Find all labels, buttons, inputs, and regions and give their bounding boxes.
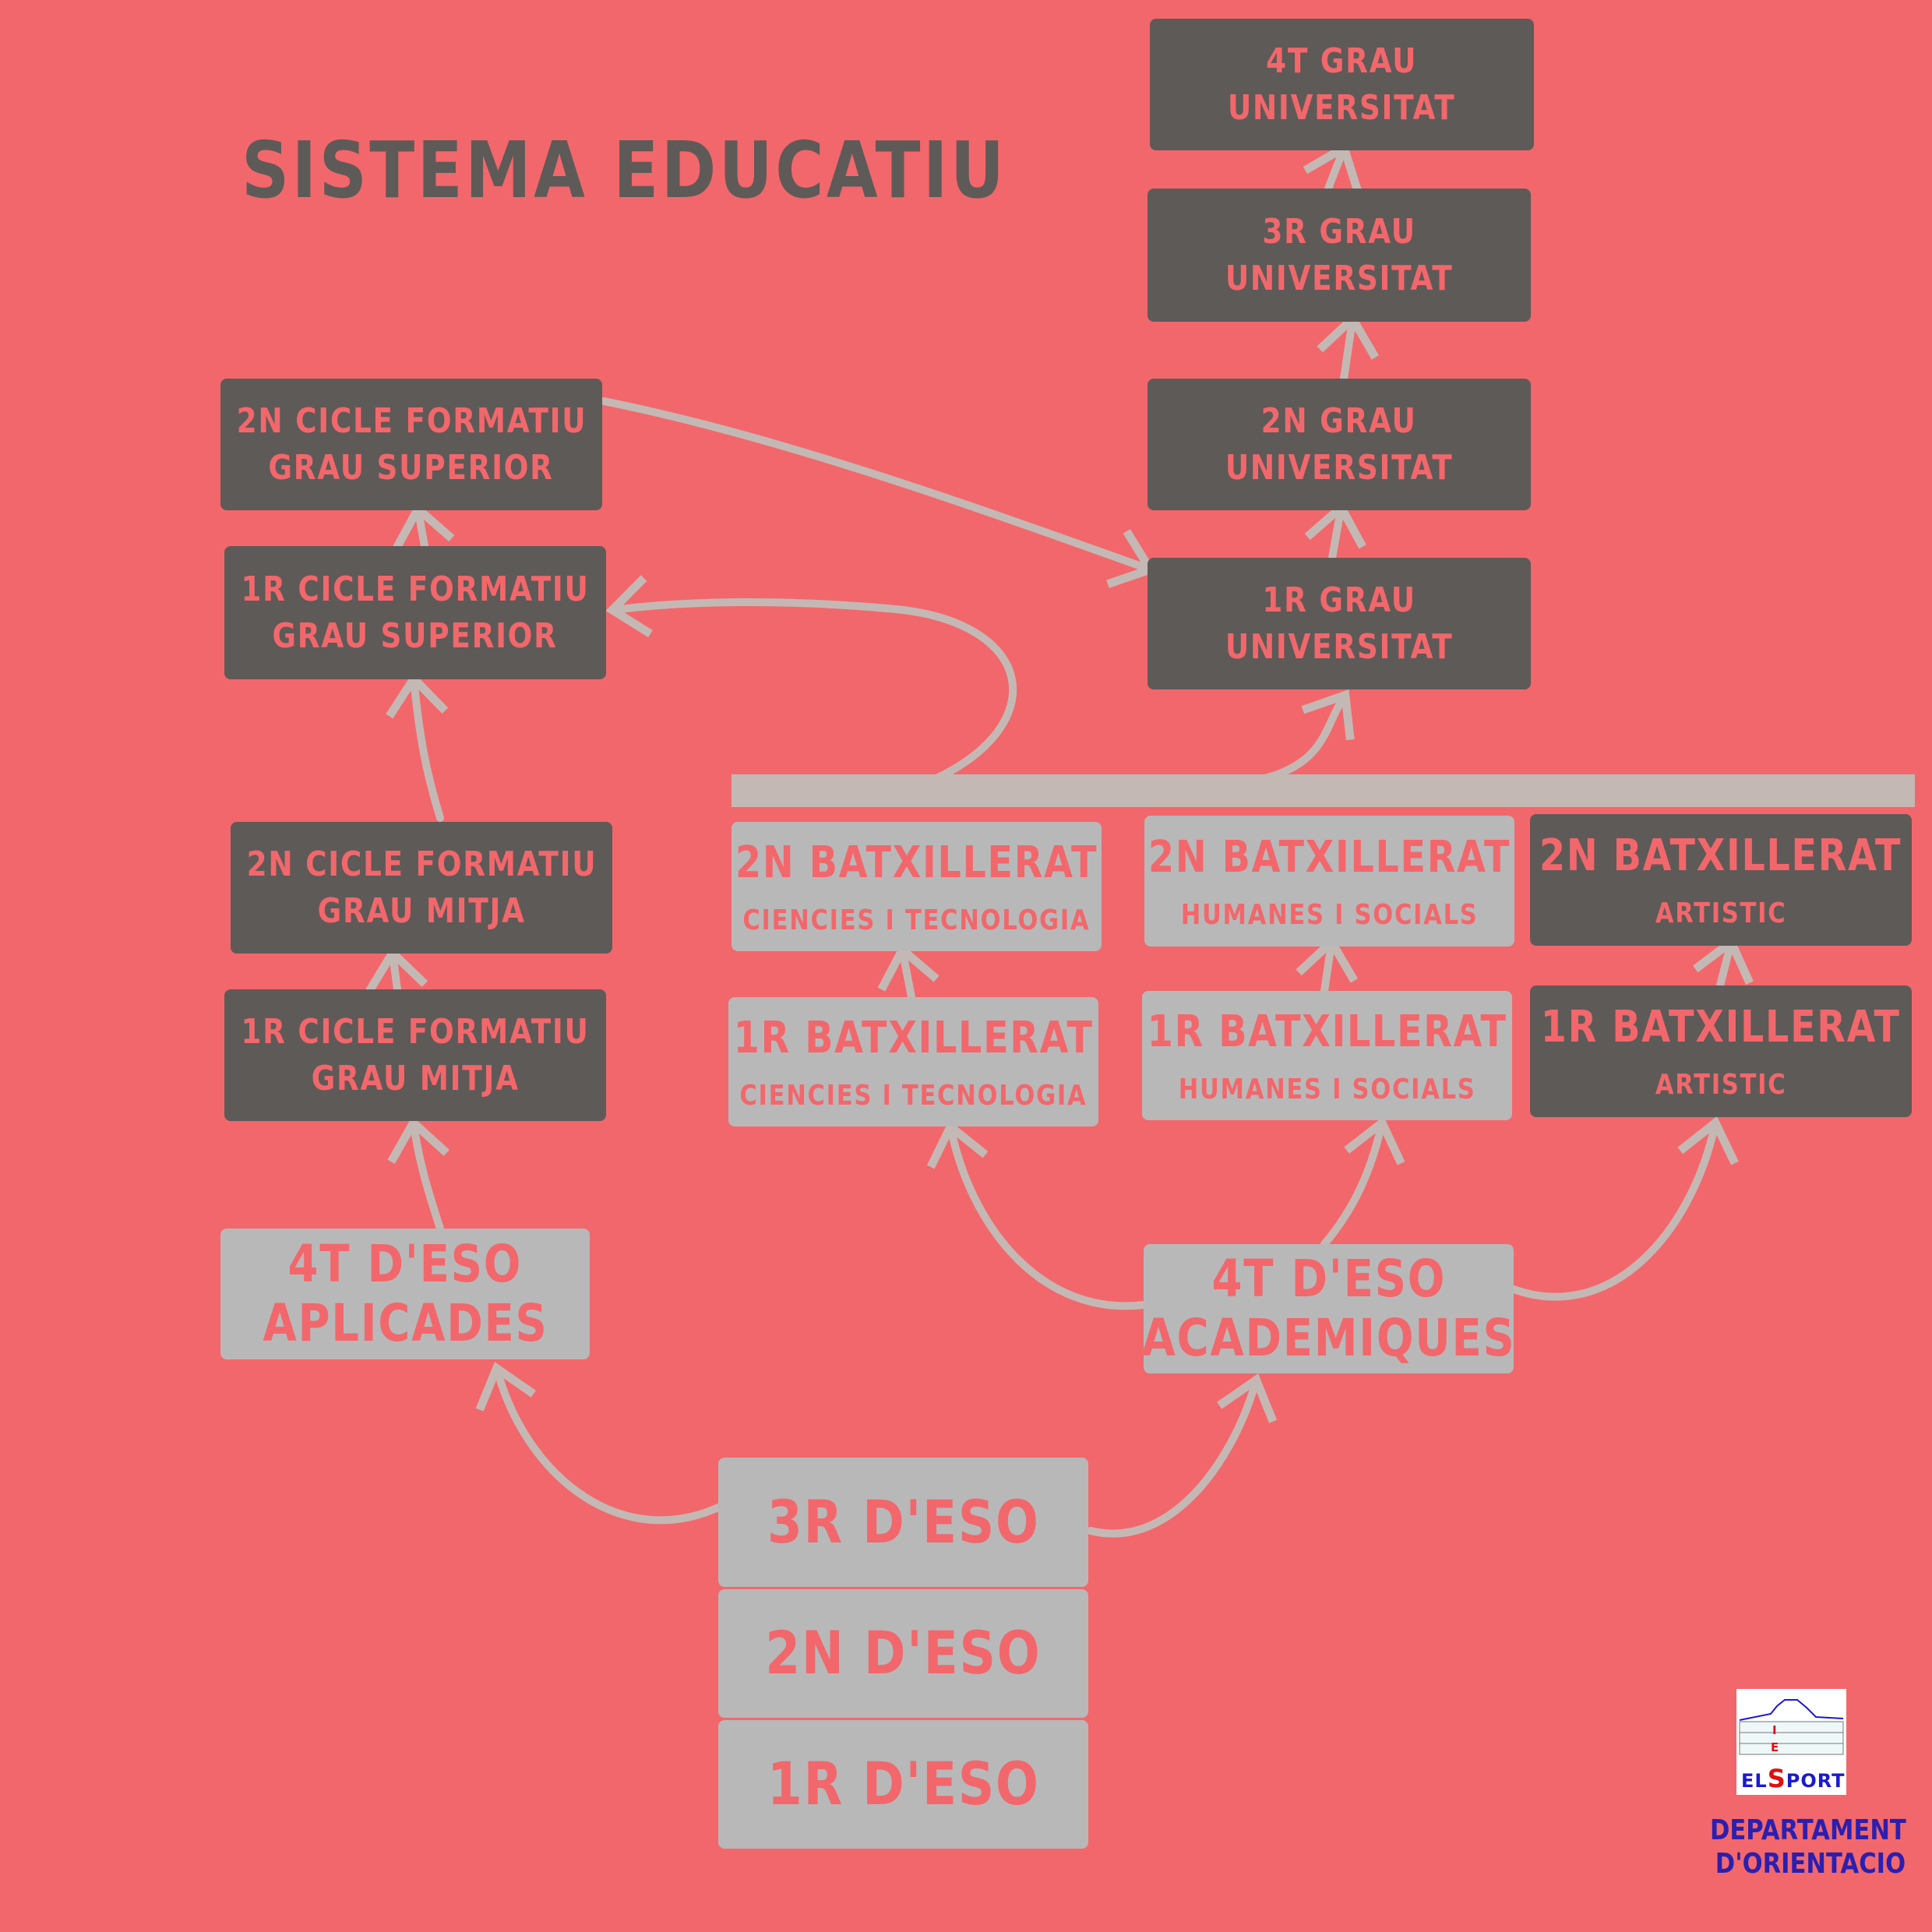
box-batx2art: 2N BATXILLERAT ARTISTIC (1530, 814, 1912, 946)
box-eso2: 2N D'ESO (718, 1589, 1088, 1718)
box-line: HUMANES I SOCIALS (1178, 1073, 1476, 1105)
box-line: 1R CICLE FORMATIU (241, 569, 590, 610)
arrow-academiques-to-batx-art (1510, 1116, 1739, 1301)
box-line: UNIVERSITAT (1225, 258, 1454, 298)
box-line: 2N BATXILLERAT (735, 837, 1098, 888)
box-line: 1R BATXILLERAT (1541, 1002, 1901, 1053)
arrow-cfgs2-to-grau1 (600, 397, 1157, 588)
logo-text: ELSPORTS (1741, 1764, 1846, 1793)
box-batx1art: 1R BATXILLERAT ARTISTIC (1530, 985, 1912, 1117)
box-line: 3R D'ESO (767, 1486, 1040, 1557)
arrow-cfgm1-to-cfgm2 (365, 946, 428, 994)
box-cfgm2: 2N CICLE FORMATIU GRAU MITJA (231, 822, 612, 954)
box-eso1: 1R D'ESO (718, 1720, 1088, 1849)
box-batx2hs: 2N BATXILLERAT HUMANES I SOCIALS (1144, 816, 1514, 947)
box-line: 2N GRAU (1261, 401, 1417, 442)
arrow-grau2-to-grau3 (1317, 312, 1380, 383)
box-line: HUMANES I SOCIALS (1180, 898, 1479, 931)
arrow-grau3-to-grau4 (1303, 141, 1362, 192)
arrow-grau1-to-grau2 (1304, 500, 1366, 562)
arrow-cfgm2-to-cfgs1 (386, 672, 449, 822)
box-line: 1R CICLE FORMATIU (241, 1012, 590, 1052)
box-line: CIENCIES I TECNOLOGIA (742, 904, 1091, 936)
box-line: 1R BATXILLERAT (733, 1012, 1094, 1063)
arrow-batx1art-to-batx2art (1692, 935, 1754, 989)
box-eso3: 3R D'ESO (718, 1458, 1088, 1587)
box-batx2ct: 2N BATXILLERAT CIENCIES I TECNOLOGIA (732, 822, 1102, 951)
arrow-eso3-to-aplicades (475, 1362, 722, 1525)
arrow-batxillerat-to-cfgs1 (605, 575, 1017, 783)
school-building-icon: I E (1739, 1699, 1844, 1755)
box-line: 4T GRAU (1266, 41, 1418, 82)
box-line: APLICADES (262, 1293, 548, 1353)
arrow-batx1ct-to-batx2ct (877, 943, 940, 1001)
department-label: DEPARTAMENT D'ORIENTACIO (1710, 1814, 1906, 1881)
box-line: GRAU MITJA (311, 1058, 520, 1098)
box-line: GRAU SUPERIOR (268, 447, 555, 488)
box-line: UNIVERSITAT (1225, 626, 1454, 667)
svg-text:E: E (1771, 1740, 1779, 1754)
arrow-aplicades-to-cfgm1 (387, 1116, 450, 1232)
svg-text:I: I (1772, 1723, 1777, 1737)
page-title: SISTEMA EDUCATIU (242, 125, 1007, 216)
box-batx1ct: 1R BATXILLERAT CIENCIES I TECNOLOGIA (728, 997, 1098, 1126)
box-line: ARTISTIC (1655, 1069, 1787, 1101)
box-line: 2N D'ESO (765, 1618, 1042, 1688)
box-line: 3R GRAU (1262, 212, 1416, 252)
department-line-1: DEPARTAMENT (1710, 1814, 1906, 1846)
box-cfgs1: 1R CICLE FORMATIU GRAU SUPERIOR (224, 546, 606, 679)
box-line: 2N BATXILLERAT (1539, 830, 1902, 882)
box-line: 1R D'ESO (767, 1749, 1040, 1819)
box-line: 2N BATXILLERAT (1148, 831, 1511, 883)
box-line: GRAU SUPERIOR (272, 615, 559, 656)
box-grau1: 1R GRAU UNIVERSITAT (1148, 558, 1531, 689)
box-cfgm1: 1R CICLE FORMATIU GRAU MITJA (224, 989, 606, 1121)
department-line-2: D'ORIENTACIO (1715, 1848, 1906, 1881)
batxillerat-divider-bar (732, 774, 1915, 807)
box-line: ACADEMIQUES (1141, 1308, 1516, 1368)
arrow-cfgs1-to-cfgs2 (393, 502, 455, 551)
arrow-academiques-to-batx-hs (1320, 1116, 1405, 1248)
box-line: 1R BATXILLERAT (1147, 1006, 1507, 1057)
arrow-batxillerat-to-grau1 (1258, 689, 1355, 783)
box-line: 4T D'ESO (287, 1234, 523, 1295)
ies-els-ports-logo: I E ELSPORTS (1736, 1689, 1846, 1795)
box-line: UNIVERSITAT (1228, 87, 1456, 128)
box-cfgs2: 2N CICLE FORMATIU GRAU SUPERIOR (220, 379, 602, 510)
box-line: UNIVERSITAT (1225, 447, 1454, 488)
box-batx1hs: 1R BATXILLERAT HUMANES I SOCIALS (1142, 991, 1512, 1120)
arrow-academiques-to-batx-ct (926, 1119, 1148, 1310)
arrow-batx1hs-to-batx2hs (1296, 935, 1359, 995)
box-grau2: 2N GRAU UNIVERSITAT (1148, 379, 1531, 510)
box-line: ARTISTIC (1655, 897, 1787, 929)
box-line: 1R GRAU (1262, 580, 1416, 621)
box-grau4: 4T GRAU UNIVERSITAT (1150, 19, 1534, 150)
box-line: CIENCIES I TECNOLOGIA (739, 1079, 1088, 1112)
box-grau3: 3R GRAU UNIVERSITAT (1148, 189, 1531, 322)
box-line: 4T D'ESO (1211, 1249, 1446, 1310)
box-line: 2N CICLE FORMATIU (236, 401, 587, 442)
box-line: GRAU MITJA (317, 890, 526, 931)
arrow-eso3-to-academiques (1087, 1373, 1278, 1538)
box-line: 2N CICLE FORMATIU (246, 844, 597, 885)
